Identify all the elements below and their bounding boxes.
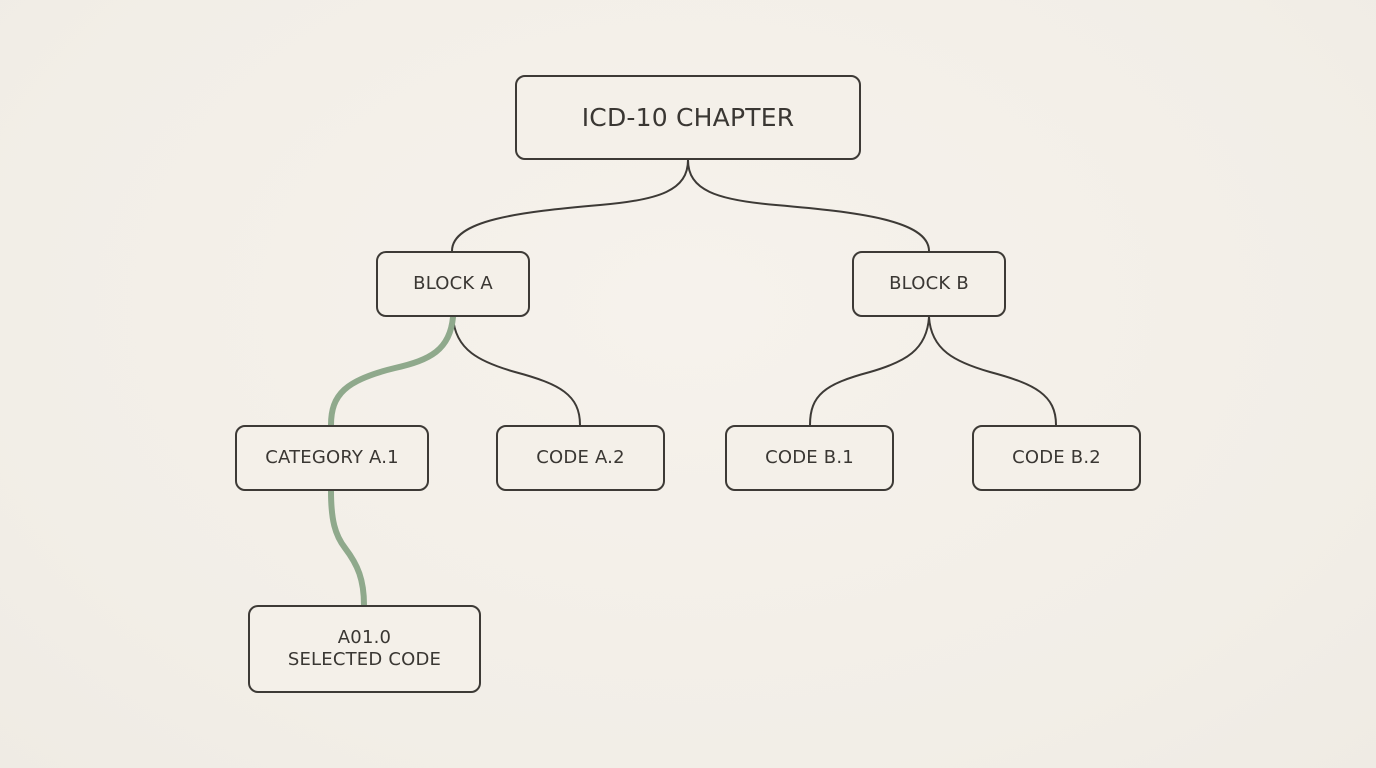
edge-root-to-block-b (687, 159, 930, 252)
node-selected-code[interactable]: A01.0 SELECTED CODE (248, 605, 481, 693)
edge-block-b-to-code-b2 (928, 316, 1057, 426)
node-icd10-chapter[interactable]: ICD-10 CHAPTER (515, 75, 861, 160)
node-icd10-chapter-label: ICD-10 CHAPTER (581, 102, 795, 132)
node-code-b1[interactable]: CODE B.1 (725, 425, 894, 491)
node-code-b2[interactable]: CODE B.2 (972, 425, 1141, 491)
node-block-b-label: BLOCK B (889, 272, 969, 294)
edge-root-to-block-a (451, 159, 689, 252)
edge-block-a-to-code-a2 (452, 316, 581, 426)
node-category-a1[interactable]: CATEGORY A.1 (235, 425, 429, 491)
highlight-edge-category-a1-to-selected (328, 488, 367, 608)
node-code-a2-label: CODE A.2 (536, 446, 625, 468)
highlight-edge-block-a-to-category-a1 (328, 314, 456, 428)
node-block-a-label: BLOCK A (413, 272, 493, 294)
selected-code-value: A01.0 (337, 626, 392, 648)
node-block-a[interactable]: BLOCK A (376, 251, 530, 317)
node-code-b1-label: CODE B.1 (765, 446, 854, 468)
node-category-a1-label: CATEGORY A.1 (265, 446, 399, 468)
node-code-a2[interactable]: CODE A.2 (496, 425, 665, 491)
node-block-b[interactable]: BLOCK B (852, 251, 1006, 317)
node-code-b2-label: CODE B.2 (1012, 446, 1101, 468)
edge-block-b-to-code-b1 (809, 316, 930, 426)
selected-code-caption: SELECTED CODE (287, 649, 442, 670)
